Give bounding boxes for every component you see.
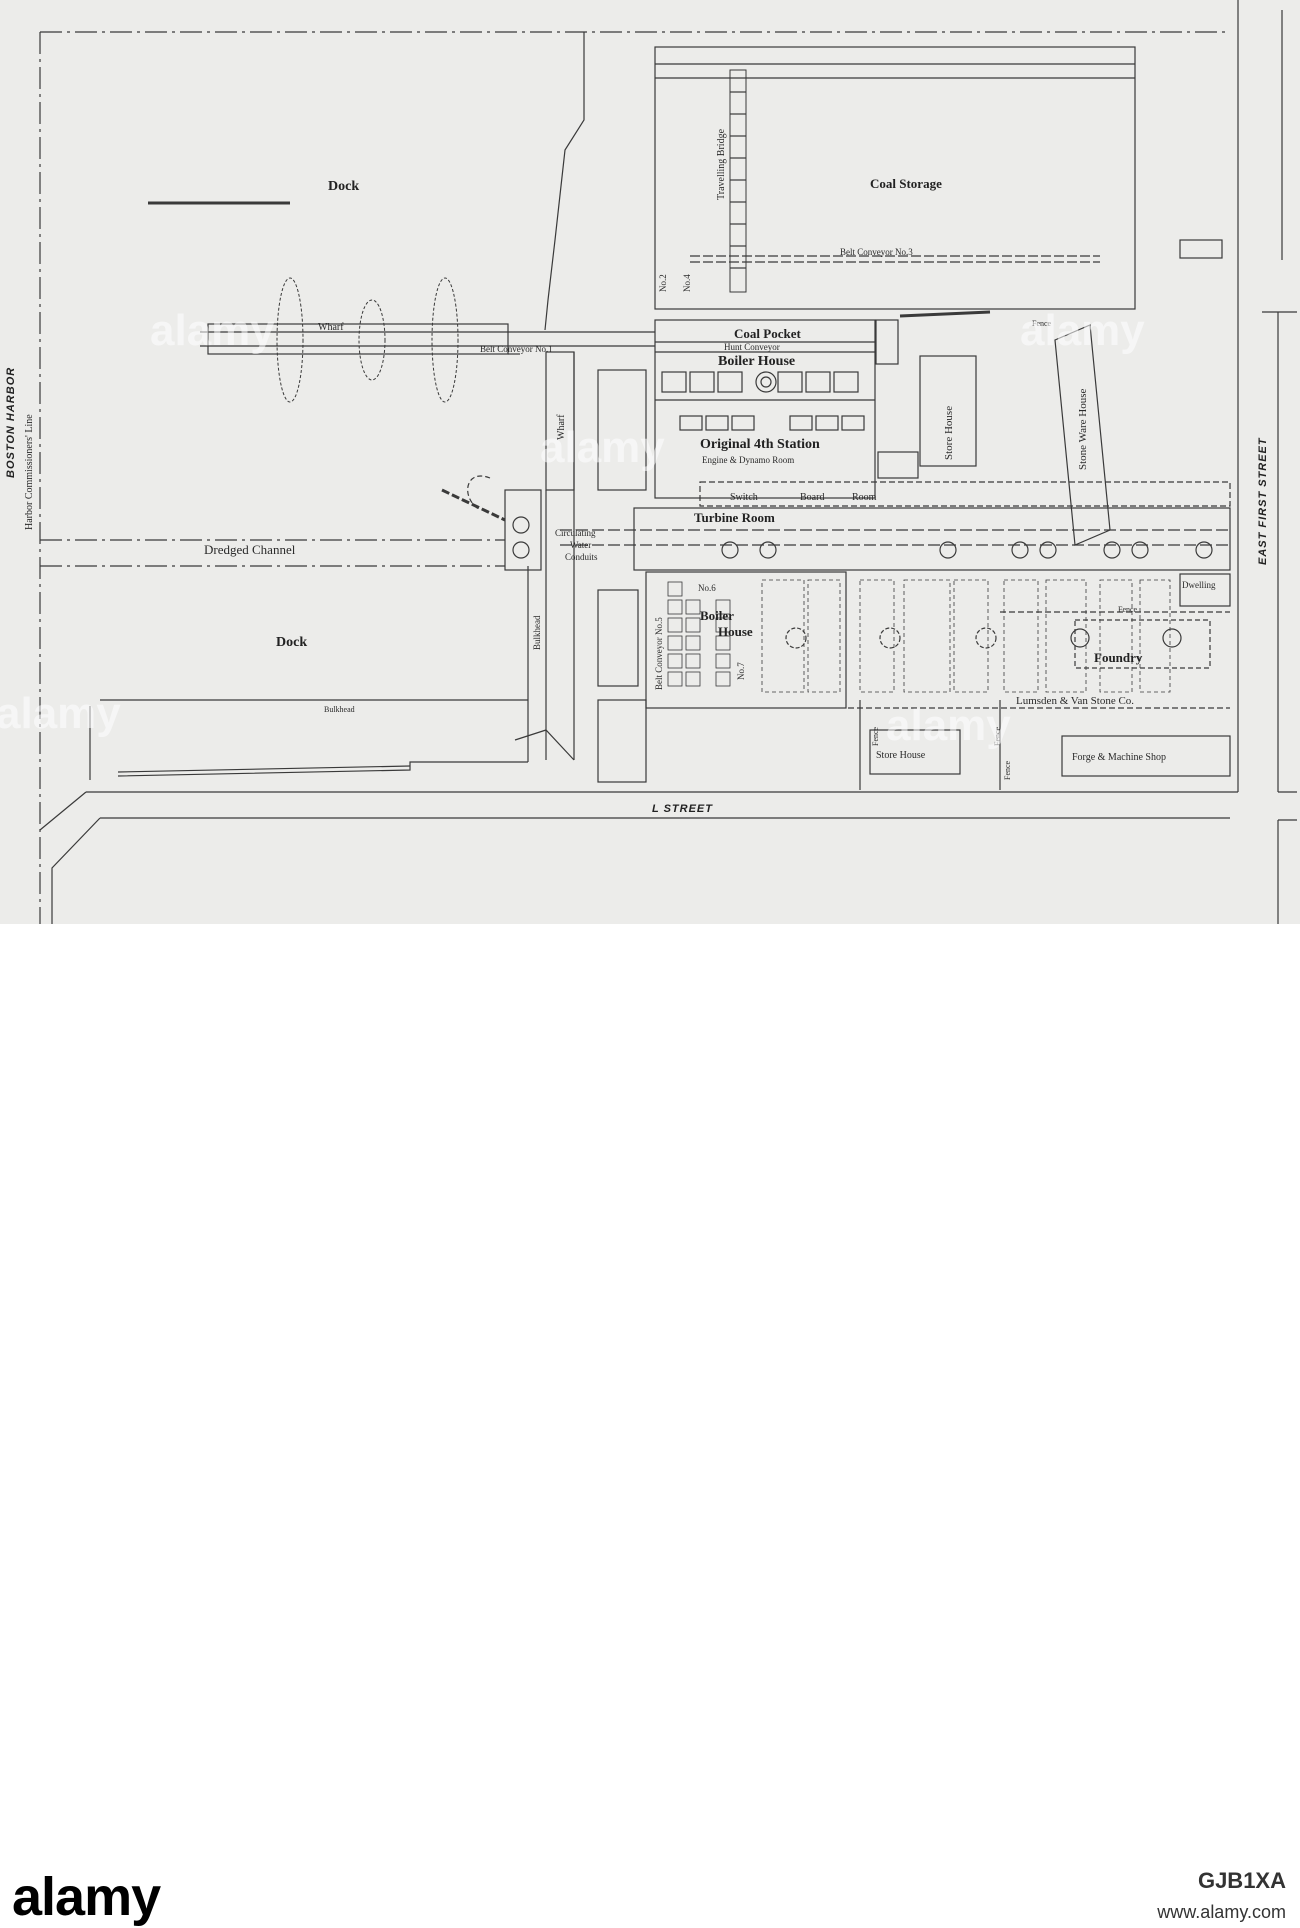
coal-storage-yard xyxy=(654,46,1136,310)
label-bulkhead-horizontal: Bulkhead xyxy=(324,705,355,714)
label-circulating: Circulating xyxy=(555,528,596,538)
label-lumsden: Lumsden & Van Stone Co. xyxy=(1016,695,1134,707)
label-fence-b: Fence xyxy=(993,726,1002,746)
label-room: Room xyxy=(852,492,877,503)
boiler-house-lower-building xyxy=(645,571,847,709)
watermark-left-lower: alamy xyxy=(0,689,121,738)
travelling-bridge xyxy=(729,69,747,293)
image-meta: GJB1XA www.alamy.com xyxy=(1157,1868,1286,1923)
label-no2: No.2 xyxy=(658,274,668,292)
label-switch: Switch xyxy=(730,492,758,503)
site-plan-map: Dock Coal Storage Travelling Bridge Belt… xyxy=(0,0,1300,924)
label-no6: No.6 xyxy=(698,583,716,593)
label-dock-lower: Dock xyxy=(276,635,307,650)
label-wharf-upper: Wharf xyxy=(318,322,344,333)
label-fence-c: Fence xyxy=(1003,760,1012,780)
label-dredged-channel: Dredged Channel xyxy=(204,542,296,557)
label-east-first-street: EAST FIRST STREET xyxy=(1257,437,1269,565)
label-store-house-upper: Store House xyxy=(943,406,955,460)
watermark-right-lower: alamy xyxy=(886,701,1011,750)
label-wharf-vertical: Wharf xyxy=(556,414,567,440)
label-coal-storage: Coal Storage xyxy=(870,176,942,191)
label-l-street: L STREET xyxy=(652,803,713,815)
label-conduits: Conduits xyxy=(565,552,598,562)
store-house-lower-building xyxy=(869,729,961,775)
forge-machine-shop-building xyxy=(1061,735,1231,777)
label-dwelling: Dwelling xyxy=(1182,580,1216,590)
watermark-right-upper: alamy xyxy=(1020,306,1145,355)
label-board: Board xyxy=(800,492,824,503)
label-travelling-bridge: Travelling Bridge xyxy=(716,128,727,200)
image-id: GJB1XA xyxy=(1197,1868,1286,1893)
label-boiler-house-upper: Boiler House xyxy=(718,354,795,369)
label-engine-dynamo-room: Engine & Dynamo Room xyxy=(702,455,794,465)
label-turbine-room: Turbine Room xyxy=(694,510,775,525)
site-url[interactable]: www.alamy.com xyxy=(1157,1902,1286,1922)
watermark-center: alamy xyxy=(540,423,665,472)
label-belt-conveyor-3: Belt Conveyor No.3 xyxy=(840,247,913,257)
store-house-upper-building xyxy=(919,355,977,467)
watermark-left-upper: alamy xyxy=(150,306,275,355)
label-boiler-lower: Boiler xyxy=(700,608,734,623)
label-original-station: Original 4th Station xyxy=(700,437,820,452)
label-coal-pocket: Coal Pocket xyxy=(734,326,801,341)
label-foundry: Foundry xyxy=(1094,650,1143,665)
label-boston-harbor: BOSTON HARBOR xyxy=(5,367,17,478)
label-forge-shop: Forge & Machine Shop xyxy=(1072,752,1166,763)
footer-bar: alamy GJB1XA www.alamy.com xyxy=(0,924,1300,1927)
label-bulkhead-vertical: Bulkhead xyxy=(532,615,542,650)
label-fence-mid: Fence xyxy=(1118,605,1138,614)
plan-drawing: Dock Coal Storage Travelling Bridge Belt… xyxy=(0,0,1297,924)
turbine-room-building xyxy=(633,507,1231,571)
boiler-house-building xyxy=(654,319,876,499)
label-store-house-lower: Store House xyxy=(876,750,926,761)
label-house-lower: House xyxy=(718,624,753,639)
label-no7: No.7 xyxy=(736,662,746,680)
label-no4: No.4 xyxy=(682,274,692,292)
label-belt-conveyor-1: Belt Conveyor No.1 xyxy=(480,344,553,354)
label-dock-upper: Dock xyxy=(328,179,359,194)
label-fence-upper: Fence xyxy=(1032,319,1052,328)
label-belt-conveyor-5: Belt Conveyor No.5 xyxy=(654,617,664,690)
alamy-logo[interactable]: alamy xyxy=(12,1867,161,1927)
label-harbor-line: Harbor Commissioners' Line xyxy=(24,414,35,530)
label-fence-a: Fence xyxy=(871,726,880,746)
label-stone-ware-house: Stone Ware House xyxy=(1077,388,1089,470)
label-water: Water xyxy=(570,540,591,550)
label-hunt-conveyor: Hunt Conveyor xyxy=(724,342,780,352)
